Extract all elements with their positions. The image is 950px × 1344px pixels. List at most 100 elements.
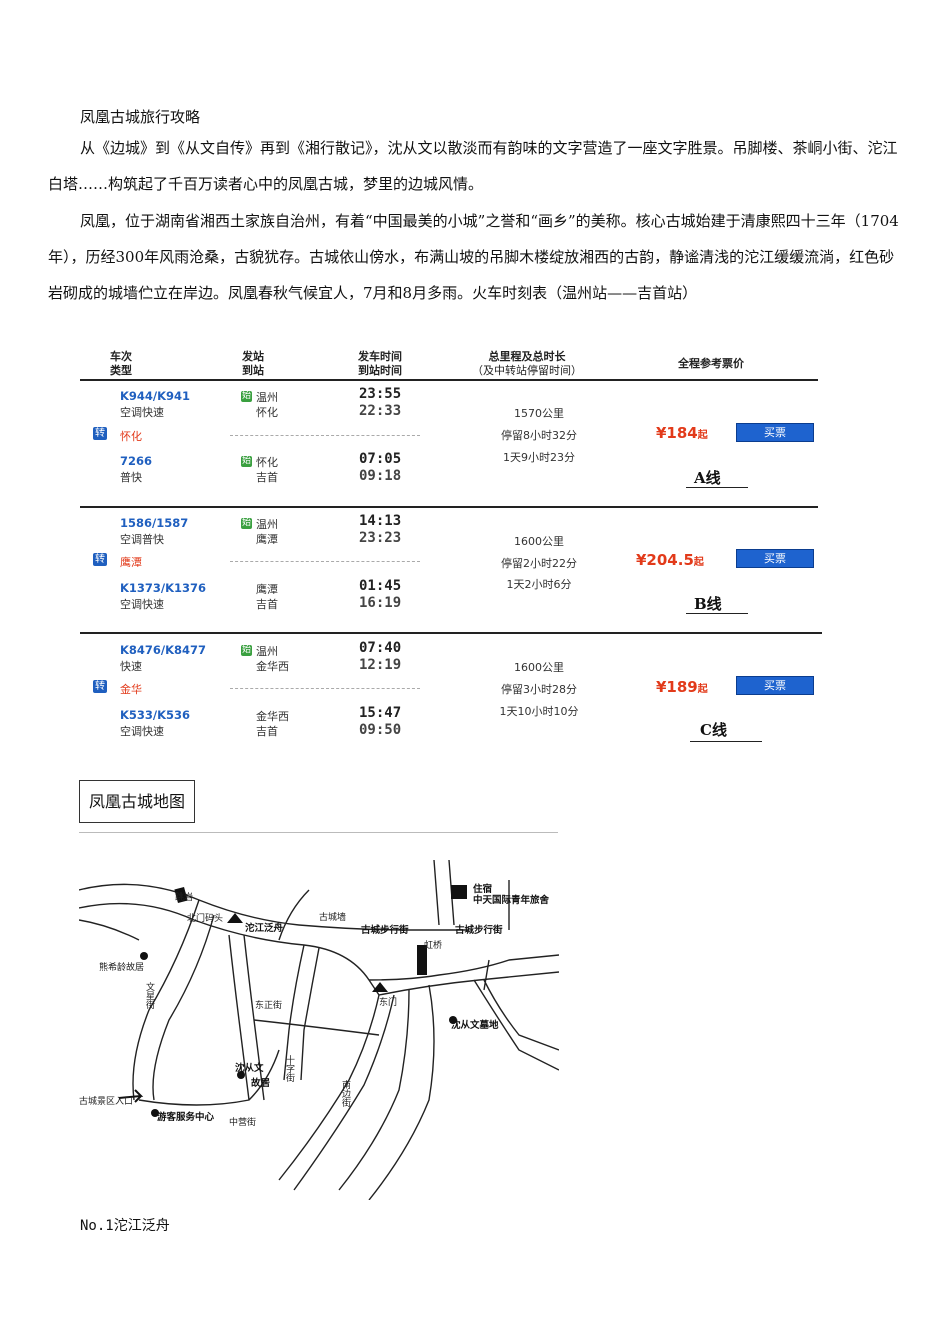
route-a-from2: 怀化 <box>256 456 278 469</box>
start-badge: 始 <box>241 645 253 656</box>
route-c-dep2: 15:47 <box>359 705 402 721</box>
map-label-xiong-house: 熊希龄故居 <box>99 961 144 973</box>
header-price: 全程参考票价 <box>678 357 744 370</box>
route-c-duration: 1天10小时10分 <box>499 705 579 718</box>
map-roads <box>79 859 559 1200</box>
dock-marker <box>174 886 188 904</box>
route-b-dep1: 14:13 <box>359 513 402 529</box>
map-title-rule <box>79 832 558 833</box>
route-c-via: 金华 <box>120 683 142 696</box>
header-station-line2: 到站 <box>242 364 264 377</box>
route-a-label: A线 <box>694 469 721 487</box>
map-label-zhongying-street: 中营街 <box>229 1116 256 1128</box>
shen-house-marker <box>237 1071 245 1079</box>
route-c-distance: 1600公里 <box>514 661 564 674</box>
route-b-type1: 空调普快 <box>120 533 164 546</box>
route-c-stop: 停留3小时28分 <box>501 683 577 696</box>
transfer-badge: 转 <box>93 427 107 440</box>
header-station-line1: 发站 <box>242 350 264 363</box>
route-a-via: 怀化 <box>120 430 142 443</box>
route-b-train2[interactable]: K1373/K1376 <box>120 581 207 595</box>
map-label-east-gate: 东门 <box>379 996 397 1008</box>
route-c-train1[interactable]: K8476/K8477 <box>120 643 207 657</box>
route-a-type2: 普快 <box>120 471 142 484</box>
map-label-shizi-street: 十字街 <box>284 1054 295 1083</box>
header-time-line1: 发车时间 <box>358 350 402 363</box>
map-label-wall: 古城墙 <box>319 911 346 923</box>
route-b-type2: 空调快速 <box>120 598 164 611</box>
route-b-from1: 温州 <box>256 518 278 531</box>
route-c-dep1: 07:40 <box>359 640 402 656</box>
route-a-type1: 空调快速 <box>120 406 164 419</box>
map-label-rainbow-bridge: 虹桥 <box>424 939 442 951</box>
shen-tomb-marker <box>449 1016 457 1024</box>
route-c-to2: 吉首 <box>256 725 278 738</box>
route-b-arr2: 16:19 <box>359 595 402 611</box>
route-a-train2[interactable]: 7266 <box>120 454 153 468</box>
xiong-house-marker <box>140 952 148 960</box>
route-c-to1: 金华西 <box>256 660 289 673</box>
route-c-from1: 温州 <box>256 645 278 658</box>
intro-paragraph: 从《边城》到《从文自传》再到《湘行散记》，沈从文以散淡而有韵味的文字营造了一座文… <box>48 139 898 193</box>
visitor-center-marker <box>151 1109 159 1117</box>
map-label-north-gate-dock: 北门码头 <box>187 912 223 924</box>
transfer-badge: 转 <box>93 553 107 566</box>
rainbow-bridge-marker <box>417 945 427 975</box>
route-a-to1: 怀化 <box>256 406 278 419</box>
route-c-buy-button[interactable]: 买票 <box>736 676 814 695</box>
map-label-hostel: 中天国际青年旅舍 <box>473 894 550 906</box>
header-distance-line2: （及中转站停留时间） <box>472 364 582 377</box>
route-b-buy-button[interactable]: 买票 <box>736 549 814 568</box>
map-label-old-street-1: 古城步行街 <box>361 924 409 936</box>
route-c-from2: 金华西 <box>256 710 289 723</box>
route-a-arr2: 09:18 <box>359 468 402 484</box>
route-a-distance: 1570公里 <box>514 407 564 420</box>
map-label-tuojiang-boat: 沱江泛舟 <box>245 922 284 934</box>
pagoda-marker <box>227 913 243 923</box>
map-drawing: 北门码头 沱江泛舟 古城步行街 古城步行街 住宿 中天国际青年旅舍 熊希龄故居 … <box>79 859 559 1200</box>
route-rule-1 <box>80 506 818 508</box>
route-c-divider <box>230 688 420 689</box>
route-b-price: ¥204.5起 <box>636 551 704 569</box>
route-b-dep2: 01:45 <box>359 578 402 594</box>
route-c-label: C线 <box>700 721 727 739</box>
route-c-arr1: 12:19 <box>359 657 402 673</box>
map-label-dongzheng-street: 东正街 <box>255 999 282 1011</box>
start-badge: 始 <box>241 391 253 402</box>
map-label-wenxing-street: 文星街 <box>144 981 155 1010</box>
route-b-via: 鹰潭 <box>120 556 142 569</box>
route-b-from2: 鹰潭 <box>256 583 278 596</box>
map-label-visitor-center: 游客服务中心 <box>157 1111 215 1123</box>
route-b-to1: 鹰潭 <box>256 533 278 546</box>
map-markers <box>118 885 467 1117</box>
route-b-stop: 停留2小时22分 <box>501 557 577 570</box>
header-station: 发站 到站 <box>242 350 264 378</box>
document-title: 凤凰古城旅行攻略 <box>80 108 201 126</box>
route-c-train2[interactable]: K533/K536 <box>120 708 191 722</box>
route-a-from1: 温州 <box>256 391 278 404</box>
route-a-dep2: 07:05 <box>359 451 402 467</box>
route-rule-2 <box>80 632 822 634</box>
route-b-label-underline <box>686 613 748 614</box>
map-label-bridge: 跳岩 <box>175 891 193 903</box>
map-label-shen-house-1: 沈从文 <box>235 1062 264 1074</box>
start-badge: 始 <box>241 518 253 529</box>
route-a-label-underline <box>686 487 748 488</box>
route-a-stop: 停留8小时32分 <box>501 429 577 442</box>
route-b-label: B线 <box>694 595 722 613</box>
route-c-type1: 快速 <box>120 660 142 673</box>
phoenix-town-map: 凤凰古城地图 <box>79 780 559 1200</box>
route-a-dep1: 23:55 <box>359 386 402 402</box>
route-a-buy-button[interactable]: 买票 <box>736 423 814 442</box>
route-b-train1[interactable]: 1586/1587 <box>120 516 189 530</box>
header-distance: 总里程及总时长 （及中转站停留时间） <box>452 350 602 378</box>
route-c-type2: 空调快速 <box>120 725 164 738</box>
gate-marker <box>372 982 388 992</box>
route-b-to2: 吉首 <box>256 598 278 611</box>
map-label-old-street-2: 古城步行街 <box>455 924 503 936</box>
route-a-train1[interactable]: K944/K941 <box>120 389 191 403</box>
route-b-arr1: 23:23 <box>359 530 402 546</box>
header-train-line2: 类型 <box>110 364 132 377</box>
train-timetable: 车次 类型 发站 到站 发车时间 到站时间 总里程及总时长 （及中转站停留时间）… <box>80 345 825 750</box>
map-labels: 北门码头 沱江泛舟 古城步行街 古城步行街 住宿 中天国际青年旅舍 熊希龄故居 … <box>79 883 550 1128</box>
